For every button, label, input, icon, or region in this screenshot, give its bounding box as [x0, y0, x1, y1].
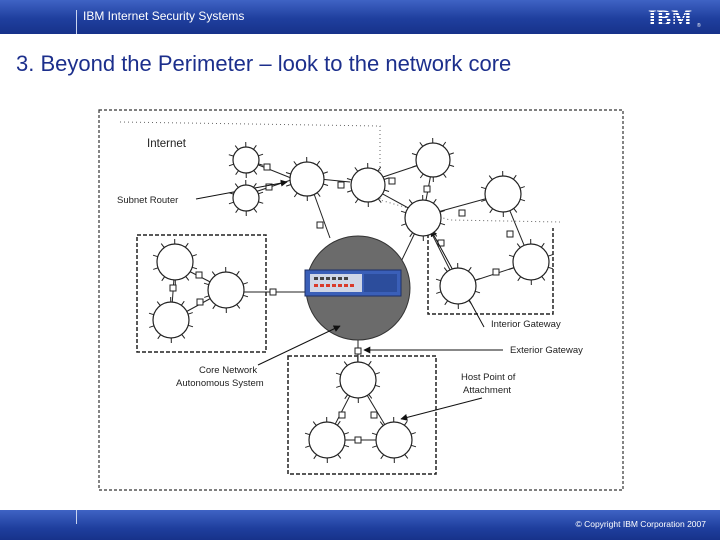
router-node — [228, 179, 264, 217]
security-appliance — [304, 269, 402, 297]
router-node — [435, 262, 481, 310]
router-node — [304, 416, 350, 464]
label-exterior-gateway: Exterior Gateway — [510, 345, 583, 356]
router-node — [228, 141, 264, 179]
label-attachment: Attachment — [463, 385, 511, 396]
router-node — [285, 156, 329, 202]
right-as-box — [427, 228, 554, 315]
router-node — [411, 137, 455, 183]
bottom-as-box — [287, 355, 437, 475]
router-node — [203, 266, 249, 314]
diagram-border — [98, 109, 624, 491]
label-subnet-router: Subnet Router — [117, 195, 178, 206]
company-name: IBM Internet Security Systems — [83, 9, 245, 23]
router-node — [508, 238, 554, 286]
router-node — [400, 194, 446, 242]
footer-divider — [76, 510, 77, 524]
router-node — [480, 170, 526, 218]
router-node — [371, 416, 417, 464]
header-divider — [76, 10, 77, 34]
footer-bar: © Copyright IBM Corporation 2007 — [0, 510, 720, 540]
copyright-text: © Copyright IBM Corporation 2007 — [575, 519, 706, 529]
router-group — [148, 137, 554, 464]
label-internet: Internet — [147, 138, 187, 150]
left-as-box — [136, 234, 267, 353]
slide-title: 3. Beyond the Perimeter – look to the ne… — [16, 51, 512, 76]
ibm-logo: IBM ® — [648, 5, 701, 30]
label-autonomous-system: Autonomous System — [176, 378, 264, 389]
label-core-network: Core Network — [199, 365, 257, 376]
label-interior-gateway: Interior Gateway — [491, 319, 561, 330]
router-node — [148, 296, 194, 344]
router-node — [152, 238, 198, 286]
link-interfaces — [169, 163, 514, 444]
svg-text:®: ® — [697, 22, 701, 29]
label-host-point: Host Point of — [461, 372, 516, 383]
header-bar: IBM Internet Security Systems IBM ® — [0, 0, 720, 34]
router-node — [346, 162, 390, 208]
router-node — [335, 356, 381, 404]
svg-text:IBM: IBM — [648, 5, 692, 30]
